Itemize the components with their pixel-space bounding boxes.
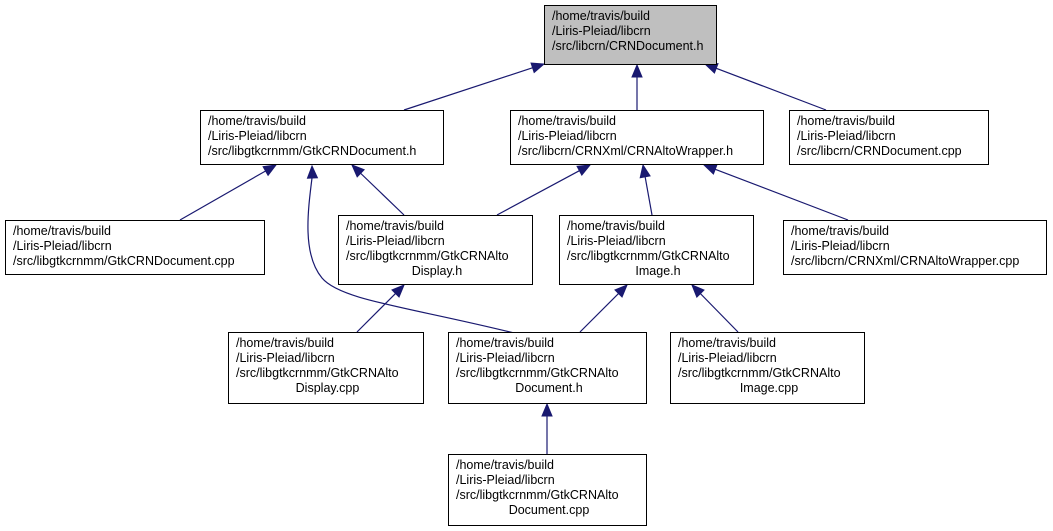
node-label-line: /home/travis/build <box>678 336 776 350</box>
edge-line <box>644 175 653 216</box>
node-label-line: /home/travis/build <box>456 458 554 472</box>
edge-line <box>496 169 581 216</box>
edge-line <box>714 168 849 221</box>
edge-gtk-crn-alto-image-h-to-crn-alto-wrapper-h <box>639 163 653 216</box>
node-label-line: /home/travis/build <box>236 336 334 350</box>
node-label-line: /Liris-Pleiad/libcrn <box>456 351 555 365</box>
node-label-line: /home/travis/build <box>552 9 650 23</box>
node-label-line: /Liris-Pleiad/libcrn <box>346 234 445 248</box>
node-label-line: /src/libgtkcrnmm/GtkCRNAlto <box>456 488 619 502</box>
node-gtk-crn-alto-image-cpp[interactable]: /home/travis/build/Liris-Pleiad/libcrn/s… <box>670 332 865 404</box>
node-label-line: /Liris-Pleiad/libcrn <box>797 129 896 143</box>
node-label-line: /home/travis/build <box>518 114 616 128</box>
node-label-line: /Liris-Pleiad/libcrn <box>456 473 555 487</box>
node-label-line: /Liris-Pleiad/libcrn <box>13 239 112 253</box>
edge-gtk-crn-document-cpp-to-gtk-crn-document-h <box>179 164 278 221</box>
node-label-line: /src/libgtkcrnmm/GtkCRNAlto <box>236 366 399 380</box>
edge-arrowhead <box>541 402 553 417</box>
edge-gtk-crn-alto-image-cpp-to-gtk-crn-alto-image-h <box>691 284 739 333</box>
node-label-line: /Liris-Pleiad/libcrn <box>791 239 890 253</box>
node-crn-document-h[interactable]: /home/travis/build/Liris-Pleiad/libcrn/s… <box>544 5 717 65</box>
edge-arrowhead <box>691 284 705 298</box>
node-label-line: /src/libgtkcrnmm/GtkCRNDocument.h <box>208 144 417 158</box>
edge-arrowhead <box>639 163 651 179</box>
node-label-line: /src/libcrn/CRNDocument.cpp <box>797 144 962 158</box>
edge-arrowhead <box>306 164 319 179</box>
node-label-line: /src/libcrn/CRNDocument.h <box>552 39 704 53</box>
node-label-line: Image.cpp <box>739 381 799 395</box>
node-gtk-crn-alto-image-h[interactable]: /home/travis/build/Liris-Pleiad/libcrn/s… <box>559 215 754 285</box>
node-crn-alto-wrapper-cpp[interactable]: /home/travis/build/Liris-Pleiad/libcrn/s… <box>783 220 1047 275</box>
node-label-line: /home/travis/build <box>346 219 444 233</box>
edge-arrowhead <box>391 284 405 298</box>
node-gtk-crn-document-cpp[interactable]: /home/travis/build/Liris-Pleiad/libcrn/s… <box>5 220 265 275</box>
edge-crn-alto-wrapper-h-to-crn-document-h <box>631 63 643 110</box>
node-label-line: /src/libcrn/CRNXml/CRNAltoWrapper.h <box>518 144 734 158</box>
node-gtk-crn-alto-display-h[interactable]: /home/travis/build/Liris-Pleiad/libcrn/s… <box>338 215 533 285</box>
node-label-line: /Liris-Pleiad/libcrn <box>236 351 335 365</box>
node-label-line: /Liris-Pleiad/libcrn <box>552 24 651 38</box>
edge-arrowhead <box>631 63 643 78</box>
node-label-line: /home/travis/build <box>797 114 895 128</box>
node-label-line: /src/libgtkcrnmm/GtkCRNAlto <box>567 249 730 263</box>
node-label-line: /Liris-Pleiad/libcrn <box>678 351 777 365</box>
node-label-line: Image.h <box>635 264 681 278</box>
edge-arrowhead <box>614 284 628 298</box>
node-label-line: /src/libgtkcrnmm/GtkCRNAlto <box>456 366 619 380</box>
node-gtk-crn-alto-document-h[interactable]: /home/travis/build/Liris-Pleiad/libcrn/s… <box>448 332 647 404</box>
edge-arrowhead <box>530 62 546 74</box>
node-label-line: /home/travis/build <box>208 114 306 128</box>
edge-line <box>403 66 534 111</box>
edge-gtk-crn-document-h-to-crn-document-h <box>403 62 546 111</box>
edge-arrowhead <box>576 164 592 176</box>
edge-line <box>579 292 620 333</box>
node-label-line: /home/travis/build <box>13 224 111 238</box>
node-label-line: Display.cpp <box>295 381 360 395</box>
edge-crn-document-cpp-to-crn-document-h <box>703 63 827 111</box>
edge-line <box>307 177 543 341</box>
node-label-line: /home/travis/build <box>567 219 665 233</box>
node-label-line: /home/travis/build <box>791 224 889 238</box>
edge-crn-alto-wrapper-cpp-to-crn-alto-wrapper-h <box>702 164 849 221</box>
node-label-line: /src/libcrn/CRNXml/CRNAltoWrapper.cpp <box>791 254 1020 268</box>
node-label-line: /src/libgtkcrnmm/GtkCRNAlto <box>678 366 841 380</box>
edge-arrowhead <box>262 164 278 177</box>
edge-line <box>359 172 405 216</box>
node-label-line: /src/libgtkcrnmm/GtkCRNDocument.cpp <box>13 254 235 268</box>
node-label-line: /src/libgtkcrnmm/GtkCRNAlto <box>346 249 509 263</box>
node-crn-document-cpp[interactable]: /home/travis/build/Liris-Pleiad/libcrn/s… <box>789 110 989 165</box>
edge-gtk-crn-alto-display-h-to-gtk-crn-document-h <box>351 164 405 216</box>
edge-gtk-crn-alto-document-h-to-gtk-crn-document-h <box>306 164 543 341</box>
node-label-line: /Liris-Pleiad/libcrn <box>518 129 617 143</box>
node-gtk-crn-alto-document-cpp[interactable]: /home/travis/build/Liris-Pleiad/libcrn/s… <box>448 454 647 526</box>
node-gtk-crn-alto-display-cpp[interactable]: /home/travis/build/Liris-Pleiad/libcrn/s… <box>228 332 424 404</box>
node-label-line: Display.h <box>411 264 463 278</box>
edge-line <box>179 169 267 221</box>
edge-line <box>699 292 739 333</box>
edge-arrowhead <box>702 164 718 175</box>
edge-line <box>715 67 827 111</box>
edge-arrowhead <box>351 164 365 178</box>
node-crn-alto-wrapper-h[interactable]: /home/travis/build/Liris-Pleiad/libcrn/s… <box>510 110 764 165</box>
node-label-line: /home/travis/build <box>456 336 554 350</box>
node-label-line: Document.cpp <box>508 503 590 517</box>
node-label-line: /Liris-Pleiad/libcrn <box>567 234 666 248</box>
node-label-line: Document.h <box>515 381 583 395</box>
edge-line <box>356 292 397 333</box>
node-label-line: /Liris-Pleiad/libcrn <box>208 129 307 143</box>
edge-gtk-crn-alto-display-h-to-crn-alto-wrapper-h <box>496 164 592 216</box>
edge-gtk-crn-alto-document-cpp-to-gtk-crn-alto-document-h <box>541 402 553 454</box>
edge-gtk-crn-alto-display-cpp-to-gtk-crn-alto-display-h <box>356 284 405 333</box>
edge-gtk-crn-alto-document-h-to-gtk-crn-alto-image-h <box>579 284 628 333</box>
node-gtk-crn-document-h[interactable]: /home/travis/build/Liris-Pleiad/libcrn/s… <box>200 110 444 165</box>
